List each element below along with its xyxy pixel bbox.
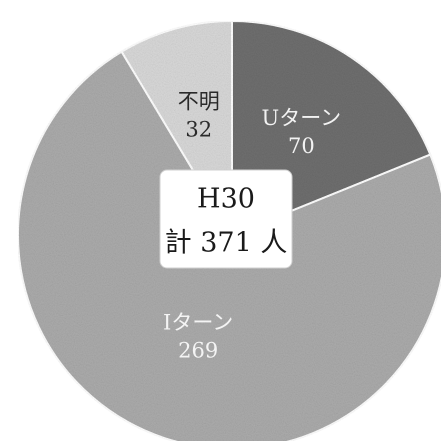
slice-value-label: 32 bbox=[185, 117, 212, 141]
center-label-total: 計 371 人 bbox=[165, 228, 288, 259]
slice-value-label: 269 bbox=[178, 339, 218, 363]
slice-value-label: 70 bbox=[288, 134, 315, 158]
center-label-box: H30 計 371 人 bbox=[159, 169, 293, 269]
slice-category-label: 不明 bbox=[178, 89, 220, 113]
slice-category-label: Iターン bbox=[163, 311, 233, 335]
center-label-background bbox=[159, 169, 293, 269]
slice-category-label: Uターン bbox=[262, 106, 342, 130]
center-label-year: H30 bbox=[197, 184, 255, 215]
